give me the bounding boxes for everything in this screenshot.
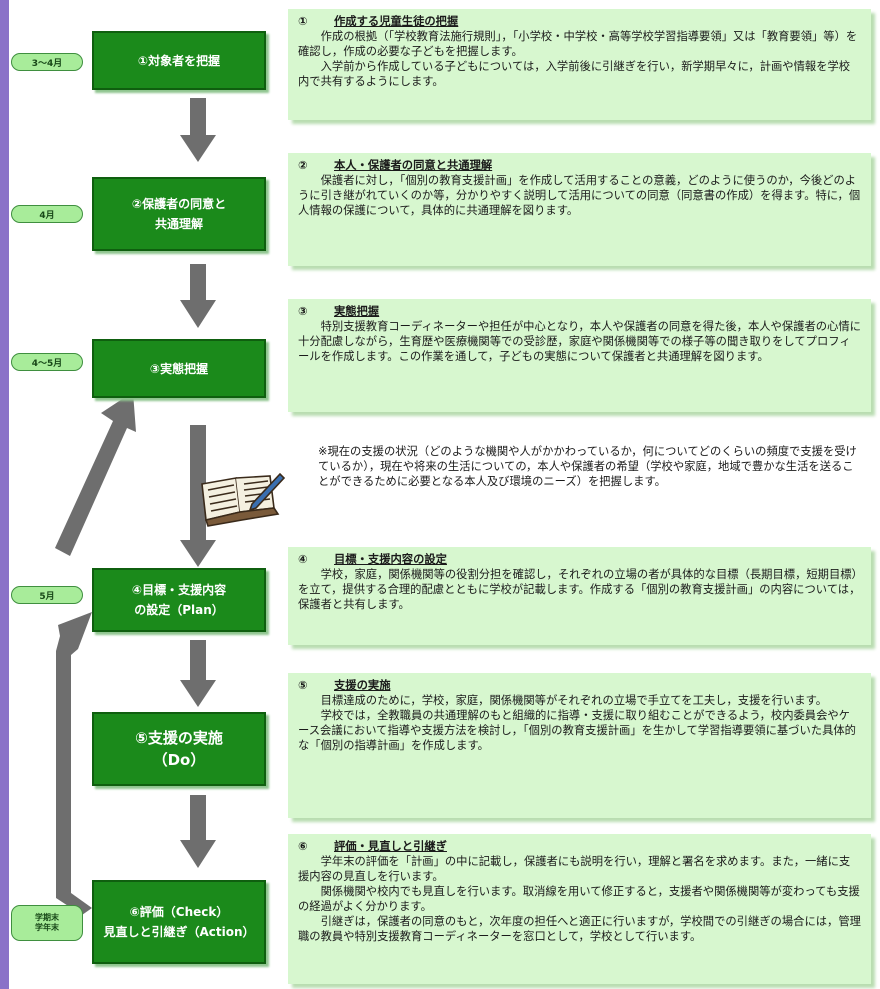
note-text: ※現在の支援の状況（どのような機関や人がかかわっているか，何についてどのくらいの… xyxy=(318,444,858,489)
description-1-title: 作成する児童生徒の把握 xyxy=(334,15,459,28)
arrow-4-5 xyxy=(180,640,216,707)
description-3-title: 実態把握 xyxy=(334,305,380,318)
description-1-paragraph-1: 作成の根拠（「学校教育法施行規則」，「小学校・中学校・高等学校学習指導要領」又は… xyxy=(298,30,858,58)
description-3-number: ③ xyxy=(298,305,308,318)
description-1-paragraph-2: 入学前から作成している子どもについては，入学前後に引継ぎを行い，新学期早々に，計… xyxy=(298,60,851,88)
description-6-title: 評価・見直しと引継ぎ xyxy=(334,840,447,853)
arrow-1-2 xyxy=(180,98,216,162)
step-2-label-line1: ②保護者の同意と xyxy=(131,197,227,211)
step-6-label-line2: 見直しと引継ぎ（Action） xyxy=(103,925,255,939)
description-2-paragraph-1: 保護者に対し，「個別の教育支援計画」を作成して活用することの意義，どのように使う… xyxy=(298,174,861,217)
arrow-3-4 xyxy=(180,425,216,567)
step-6-label-line1: ⑥評価（Check） xyxy=(129,905,229,919)
step-2-label-line2: 共通理解 xyxy=(154,217,203,231)
arrow-back-to-3 xyxy=(55,392,136,556)
period-pill-step1: 3～4月 xyxy=(11,53,83,71)
description-1: ① 作成する児童生徒の把握 作成の根拠（「学校教育法施行規則」，「小学校・中学校・… xyxy=(288,9,871,120)
description-5-number: ⑤ xyxy=(298,679,308,692)
step-2-box: ②保護者の同意と 共通理解 xyxy=(92,177,266,251)
step-5-box: ⑤支援の実施 （Do） xyxy=(92,712,266,786)
description-4: ④ 目標・支援内容の設定 学校，家庭，関係機関等の役割分担を確認し，それぞれの立場… xyxy=(288,547,871,645)
note-paragraph: ※現在の支援の状況（どのような機関や人がかかわっているか，何についてどのくらいの… xyxy=(318,445,857,488)
period-pill-line2: 学年末 xyxy=(35,923,59,932)
step-1-box: ①対象者を把握 xyxy=(92,31,266,90)
description-6-number: ⑥ xyxy=(298,840,308,853)
step-3-label: ③実態把握 xyxy=(149,361,209,376)
description-4-title: 目標・支援内容の設定 xyxy=(334,553,447,566)
description-1-number: ① xyxy=(298,15,308,28)
period-pill-step3: 4～5月 xyxy=(11,353,83,371)
description-4-paragraph-1: 学校，家庭，関係機関等の役割分担を確認し，それぞれの立場の者が具体的な目標（長期… xyxy=(298,568,861,611)
description-6-paragraph-2: 関係機関や校内でも見直しを行います。取消線を用いて修正すると，支援者や関係機関等… xyxy=(298,885,860,913)
description-1-heading: ① 作成する児童生徒の把握 xyxy=(298,14,861,29)
arrow-2-3 xyxy=(180,264,216,328)
arrow-5-6 xyxy=(180,795,216,868)
description-5-paragraph-2: 学校では，全教職員の共通理解のもと組織的に指導・支援に取り組むことができるよう，… xyxy=(298,709,856,752)
description-3-paragraph-1: 特別支援教育コーディネーターや担任が中心となり，本人や保護者の同意を得た後，本人… xyxy=(298,320,861,363)
description-6-heading: ⑥ 評価・見直しと引継ぎ xyxy=(298,839,861,854)
step-6-box: ⑥評価（Check） 見直しと引継ぎ（Action） xyxy=(92,880,266,964)
open-notebook-pencil-icon xyxy=(201,472,286,527)
description-6: ⑥ 評価・見直しと引継ぎ 学年末の評価を「計画」の中に記載し，保護者にも説明を行い… xyxy=(288,834,871,984)
left-accent-bar xyxy=(0,0,9,989)
description-4-heading: ④ 目標・支援内容の設定 xyxy=(298,552,861,567)
description-2: ② 本人・保護者の同意と共通理解 保護者に対し，「個別の教育支援計画」を作成して活… xyxy=(288,153,871,266)
description-6-paragraph-1: 学年末の評価を「計画」の中に記載し，保護者にも説明を行い，理解と署名を求めます。… xyxy=(298,855,851,883)
description-2-number: ② xyxy=(298,159,308,172)
description-4-number: ④ xyxy=(298,553,308,566)
description-5-title: 支援の実施 xyxy=(334,679,391,692)
period-pill-step2: 4月 xyxy=(11,205,83,223)
step-1-label: ①対象者を把握 xyxy=(137,53,221,68)
step-3-box: ③実態把握 xyxy=(92,339,266,398)
step-4-label-line1: ④目標・支援内容 xyxy=(131,583,227,597)
step-5-label-line1: ⑤支援の実施 xyxy=(135,729,223,747)
period-pill-step4: 5月 xyxy=(11,586,83,604)
step-5-label-line2: （Do） xyxy=(152,751,206,769)
description-5-paragraph-1: 目標達成のために，学校，家庭，関係機関等がそれぞれの立場で手立てを工夫し，支援を… xyxy=(320,694,828,707)
description-6-paragraph-3: 引継ぎは，保護者の同意のもと，次年度の担任へと適正に行いますが，学校間での引継ぎ… xyxy=(298,915,861,943)
description-2-heading: ② 本人・保護者の同意と共通理解 xyxy=(298,158,861,173)
description-2-title: 本人・保護者の同意と共通理解 xyxy=(334,159,493,172)
step-4-box: ④目標・支援内容 の設定（Plan） xyxy=(92,568,266,632)
arrow-return-to-4 xyxy=(56,612,92,915)
step-4-label-line2: の設定（Plan） xyxy=(134,603,224,617)
description-5: ⑤ 支援の実施 目標達成のために，学校，家庭，関係機関等がそれぞれの立場で手立てを… xyxy=(288,673,871,818)
period-pill-line1: 学期末 xyxy=(35,913,59,922)
period-pill-step6: 学期末 学年末 xyxy=(11,905,83,941)
description-5-heading: ⑤ 支援の実施 xyxy=(298,678,861,693)
description-3-heading: ③ 実態把握 xyxy=(298,304,861,319)
description-3: ③ 実態把握 特別支援教育コーディネーターや担任が中心となり，本人や保護者の同意を… xyxy=(288,299,871,412)
